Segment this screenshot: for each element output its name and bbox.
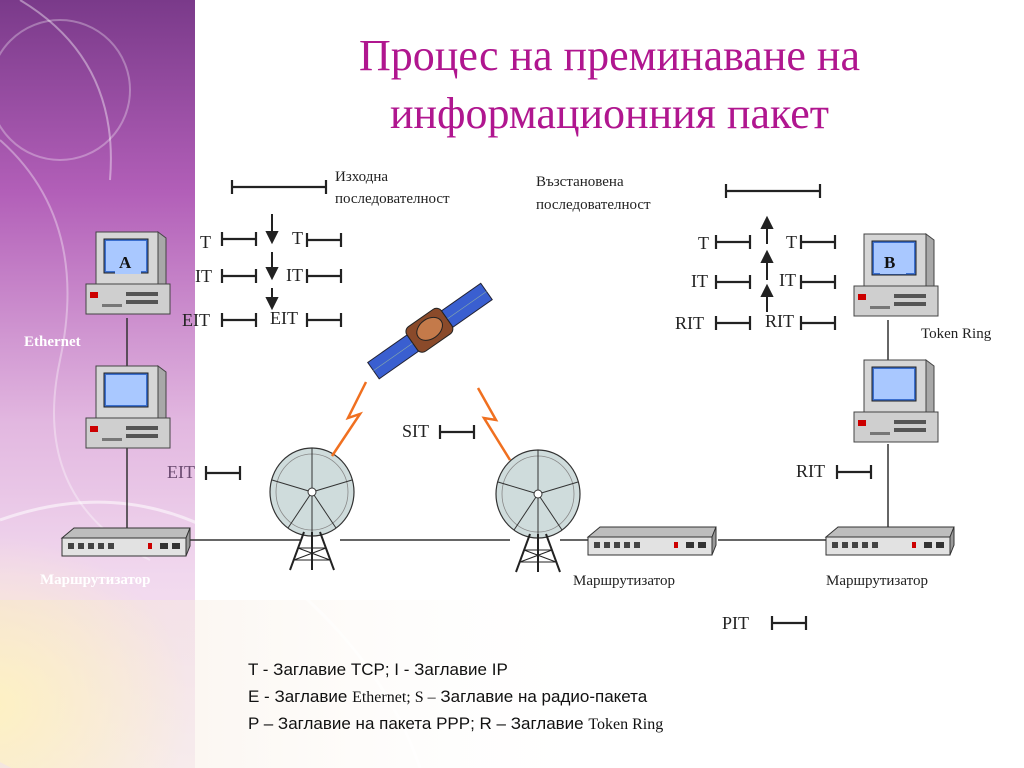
- legend-line-2: E - Заглавие Ethernet; S – Заглавие на р…: [248, 687, 647, 707]
- right-stack-b-t: T: [786, 232, 797, 252]
- page-title-line-1: Процес на преминаване на: [359, 31, 860, 80]
- legend-line-3-b: Token Ring: [588, 716, 664, 733]
- radio-signal-left-icon: [330, 381, 368, 457]
- restored-sequence-label-2: последователност: [536, 197, 651, 213]
- computer-token-ring: [853, 359, 939, 443]
- eit-low-label: EIT: [167, 462, 195, 482]
- satellite-icon: [367, 282, 493, 380]
- right-stack-it: IT: [691, 271, 708, 291]
- arrow-up-icons: [760, 215, 774, 312]
- router-right-icon: [825, 526, 955, 556]
- network-links: [126, 318, 889, 541]
- restored-sequence-label-1: Възстановена: [536, 174, 624, 190]
- legend-line-2-a: E - Заглавие: [248, 687, 353, 706]
- source-sequence-label-2: последователност: [335, 191, 450, 207]
- radio-signal-right-icon: [476, 387, 512, 461]
- ethernet-label: Ethernet: [24, 334, 81, 350]
- right-stack-t: T: [698, 233, 709, 253]
- computer-b-screen: [880, 252, 906, 274]
- computer-a-label: A: [119, 253, 132, 272]
- packet-bars: [204, 180, 873, 630]
- legend-line-3: P – Заглавие на пакета PPP; R – Заглавие…: [248, 714, 663, 734]
- computer-b-label: B: [884, 253, 896, 272]
- right-stack-rit: RIT: [675, 313, 704, 333]
- pit-label: PIT: [722, 613, 749, 633]
- legend-line-1: T - Заглавие TCP; I - Заглавие IP: [248, 660, 508, 679]
- router-mid-icon: [587, 526, 717, 556]
- computer-b: [853, 233, 939, 317]
- satellite-dish-right-icon: [495, 449, 581, 573]
- right-stack-b-rit: RIT: [765, 311, 794, 331]
- left-stack-eit: EIT: [182, 310, 210, 330]
- token-ring-label: Token Ring: [921, 326, 992, 342]
- left-stack-b-it: IT: [286, 265, 303, 285]
- computer-a-screen: [115, 252, 141, 274]
- computer-ethernet: [85, 365, 171, 449]
- left-stack-it: IT: [195, 266, 212, 286]
- legend-line-2-b: Ethernet; S –: [352, 689, 436, 706]
- page-title-line-2: информационния пакет: [389, 89, 830, 138]
- legend-line-2-c: Заглавие на радио-пакета: [435, 687, 648, 706]
- sit-label: SIT: [402, 421, 429, 441]
- arrow-down-icons: [265, 214, 279, 311]
- satellite-dish-left-icon: [269, 447, 355, 571]
- left-stack-b-t: T: [292, 228, 303, 248]
- left-stack-t: T: [200, 232, 211, 252]
- left-stack-b-eit: EIT: [270, 308, 298, 328]
- legend-line-3-a: P – Заглавие на пакета PPP; R – Заглавие: [248, 714, 589, 733]
- source-sequence-label-1: Изходна: [335, 169, 389, 185]
- router-left-icon: [61, 527, 191, 557]
- router-left-label: Маршрутизатор: [40, 572, 151, 588]
- rit-low-label: RIT: [796, 461, 825, 481]
- right-stack-b-it: IT: [779, 270, 796, 290]
- router-mid-label: Маршрутизатор: [573, 573, 675, 589]
- router-right-label: Маршрутизатор: [826, 573, 928, 589]
